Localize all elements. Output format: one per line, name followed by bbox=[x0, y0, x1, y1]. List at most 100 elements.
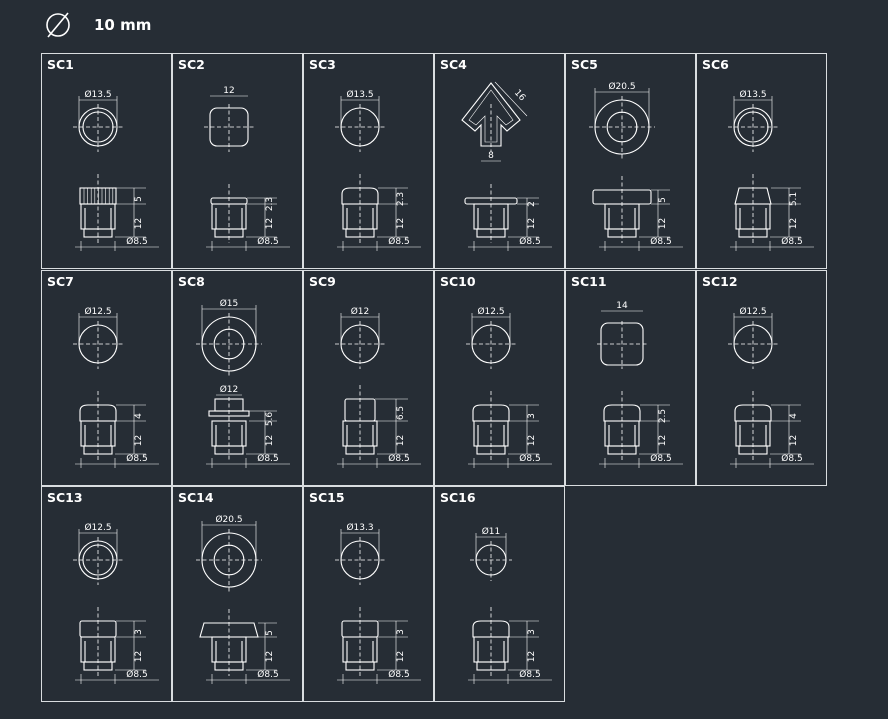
cap-height-dimension: 5.6 bbox=[265, 411, 275, 426]
stem-tip bbox=[476, 228, 506, 238]
cap bbox=[341, 620, 379, 638]
bottom-diameter-dimension: Ø8.5 bbox=[388, 453, 409, 464]
bottom-diameter-dimension: Ø8.5 bbox=[519, 236, 540, 247]
cap-height-dimension: 6.5 bbox=[396, 405, 406, 419]
part-label: SC13 bbox=[47, 490, 83, 505]
stem-height-dimension: 12 bbox=[265, 434, 275, 445]
cap-height-dimension: 3 bbox=[527, 413, 537, 419]
cap-height-dimension: 5.1 bbox=[789, 192, 799, 206]
stem-tip bbox=[214, 661, 244, 671]
part-label: SC10 bbox=[440, 273, 476, 289]
diameter-icon bbox=[46, 12, 70, 38]
cap-height-dimension: 2.3 bbox=[265, 197, 275, 211]
cap-top bbox=[214, 397, 244, 412]
top-dimension: Ø12 bbox=[351, 306, 370, 317]
stem-height-dimension: 12 bbox=[658, 218, 668, 229]
part-label: SC5 bbox=[571, 57, 598, 72]
bottom-diameter-dimension: Ø8.5 bbox=[257, 236, 278, 247]
part-label: SC11 bbox=[571, 273, 607, 289]
part-label: SC9 bbox=[309, 273, 336, 289]
stem-height-dimension: 12 bbox=[134, 218, 144, 229]
top-dimension: Ø13.3 bbox=[346, 522, 373, 533]
top-dimension: Ø20.5 bbox=[608, 81, 635, 92]
top-dimension: Ø12.5 bbox=[84, 522, 111, 533]
top-dimension: 12 bbox=[223, 86, 234, 96]
cap bbox=[79, 187, 117, 205]
cap bbox=[734, 187, 772, 205]
cap-height-dimension: 3 bbox=[396, 629, 406, 635]
size-label: 10 mm bbox=[94, 16, 152, 34]
stem-height-dimension: 12 bbox=[134, 651, 144, 662]
top-dimension: Ø12.5 bbox=[739, 306, 766, 317]
bottom-diameter-dimension: Ø8.5 bbox=[519, 453, 540, 464]
stem-height-dimension: 12 bbox=[265, 651, 275, 662]
stem-height-dimension: 12 bbox=[527, 434, 537, 445]
stem-tip bbox=[83, 444, 113, 455]
stem-height-dimension: 12 bbox=[134, 434, 144, 445]
cap bbox=[464, 197, 518, 205]
stem-tip bbox=[345, 661, 375, 671]
bottom-diameter-dimension: Ø8.5 bbox=[126, 236, 147, 247]
bottom-diameter-dimension: Ø8.5 bbox=[257, 669, 278, 680]
top-dimension: Ø11 bbox=[482, 526, 501, 537]
stem-height-dimension: 12 bbox=[527, 651, 537, 662]
stem-height-dimension: 12 bbox=[396, 218, 406, 229]
bottom-diameter-dimension: Ø8.5 bbox=[126, 453, 147, 464]
bottom-diameter-dimension: Ø8.5 bbox=[781, 236, 802, 247]
cap bbox=[79, 403, 117, 422]
width-dimension: 8 bbox=[488, 151, 494, 161]
part-label: SC3 bbox=[309, 57, 336, 72]
part-label: SC1 bbox=[47, 57, 74, 72]
part-label: SC15 bbox=[309, 490, 345, 505]
part-label: SC12 bbox=[702, 273, 738, 289]
bottom-diameter-dimension: Ø8.5 bbox=[650, 236, 671, 247]
stem-tip bbox=[345, 228, 375, 238]
stem-height-dimension: 12 bbox=[789, 434, 799, 445]
cap bbox=[472, 403, 510, 422]
stem-tip bbox=[83, 661, 113, 671]
stem-height-dimension: 12 bbox=[265, 218, 275, 229]
stem-tip bbox=[345, 444, 375, 455]
part-label: SC8 bbox=[178, 273, 205, 289]
cap-height-dimension: 2.3 bbox=[396, 192, 406, 206]
top-dimension: Ø12.5 bbox=[84, 306, 111, 317]
part-label: SC16 bbox=[440, 490, 476, 505]
stem-tip bbox=[607, 228, 637, 238]
cap bbox=[210, 197, 248, 205]
cap bbox=[344, 397, 376, 422]
cap-height-dimension: 4 bbox=[134, 412, 144, 418]
stem-tip bbox=[476, 661, 506, 671]
bottom-diameter-dimension: Ø8.5 bbox=[519, 669, 540, 680]
part-label: SC7 bbox=[47, 273, 74, 289]
stem-tip bbox=[214, 228, 244, 238]
top-dimension: Ø12.5 bbox=[477, 306, 504, 317]
bottom-diameter-dimension: Ø8.5 bbox=[781, 453, 802, 464]
stem-tip bbox=[738, 228, 768, 238]
cap-height-dimension: 5 bbox=[658, 197, 668, 203]
bottom-diameter-dimension: Ø8.5 bbox=[257, 453, 278, 464]
top-dimension: 14 bbox=[616, 301, 628, 311]
top-dimension: 16 bbox=[512, 88, 527, 103]
cap-height-dimension: 3 bbox=[134, 629, 144, 635]
